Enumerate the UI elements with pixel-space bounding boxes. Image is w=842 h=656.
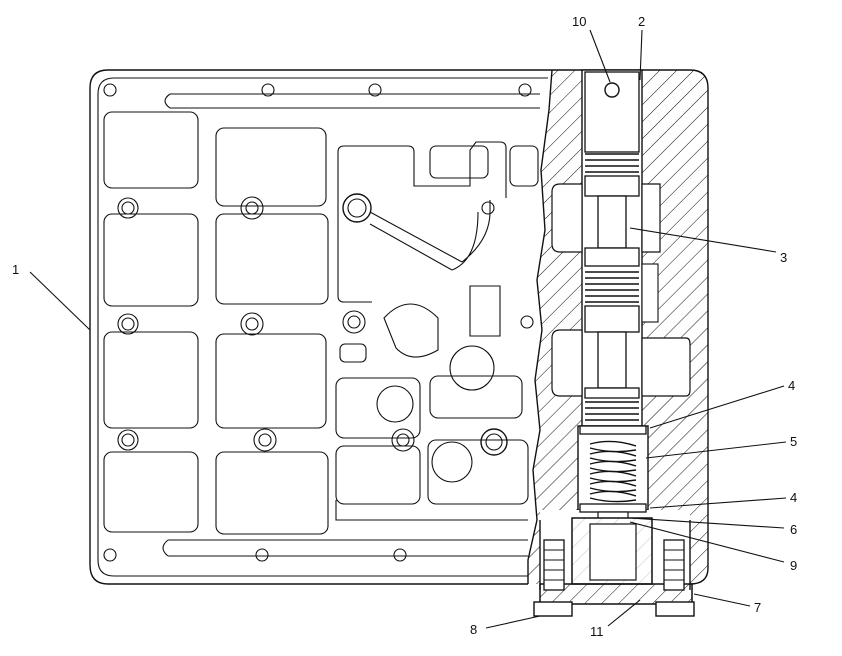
spring-seat-upper (579, 425, 647, 435)
bolt-right (655, 539, 695, 617)
spool-cross-hole (604, 82, 620, 98)
bolt-left (533, 539, 573, 617)
callout-9: 9 (790, 558, 797, 573)
spring-assembly (579, 425, 647, 523)
spring-coils (589, 440, 637, 503)
end-plug (571, 517, 653, 585)
callout-labels: 1 2 3 4 5 4 6 9 7 11 8 10 (12, 14, 797, 639)
bolt-holes (103, 83, 534, 562)
spool-grooves-upper (585, 153, 639, 173)
callout-6: 6 (790, 522, 797, 537)
callout-2: 2 (638, 14, 645, 29)
callout-11: 11 (590, 624, 604, 639)
callout-4-upper: 4 (788, 378, 795, 393)
callout-8: 8 (470, 622, 477, 637)
callout-4-lower: 4 (790, 490, 797, 505)
leader-lines (29, 29, 787, 629)
spool-grooves-middle (585, 271, 639, 303)
spool-grooves-lower (585, 401, 639, 421)
valve-plate-body (89, 69, 552, 585)
callout-5: 5 (790, 434, 797, 449)
cover-plate (539, 583, 693, 605)
callout-1: 1 (12, 262, 19, 277)
callout-3: 3 (780, 250, 787, 265)
spring-seat-lower (579, 503, 647, 513)
spool-valve (584, 71, 640, 421)
callout-7: 7 (754, 600, 761, 615)
callout-10: 10 (572, 14, 586, 29)
